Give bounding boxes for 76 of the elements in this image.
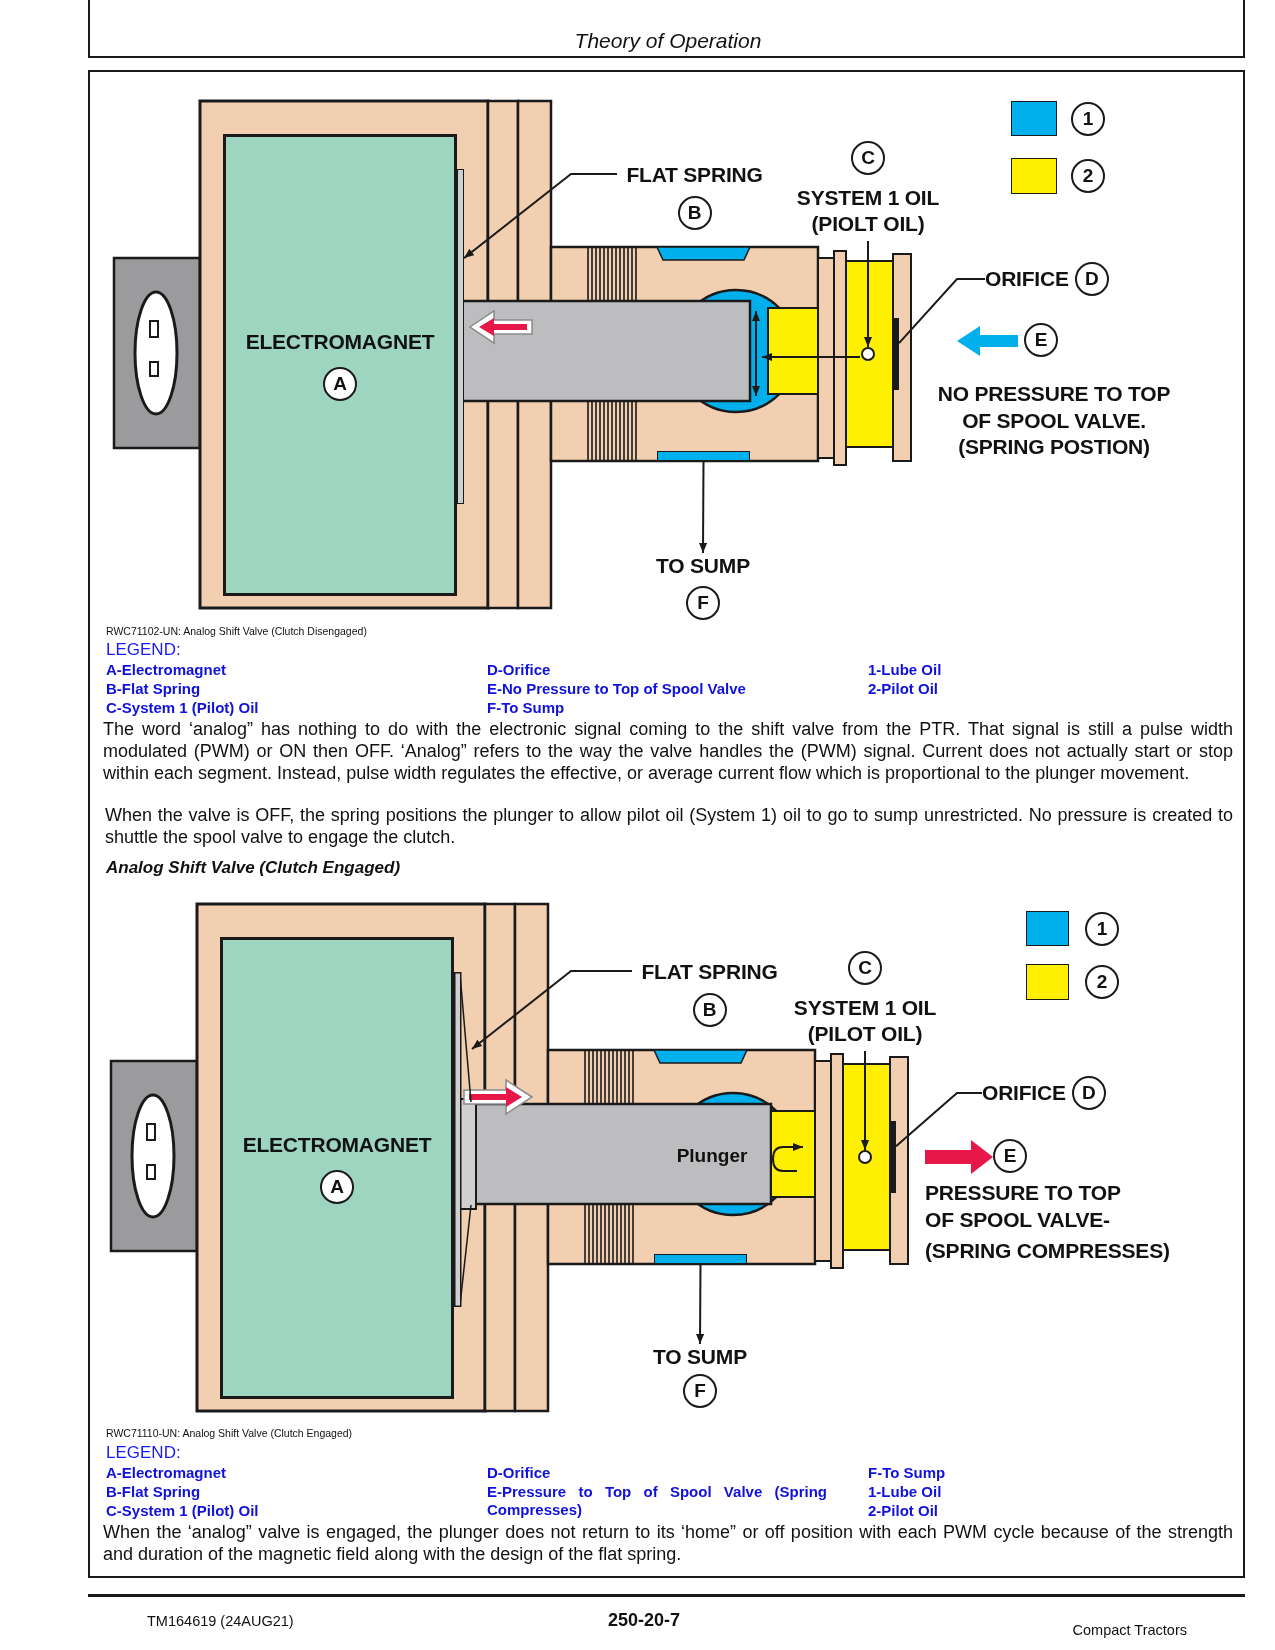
legend-entry: F-To Sump	[487, 699, 565, 717]
callout-text: SYSTEM 1 OIL (PIOLT OIL)	[795, 185, 941, 237]
callout-letter: F	[686, 586, 720, 620]
flow-arrow	[864, 240, 872, 348]
leader-line	[471, 970, 633, 1051]
oil-port	[657, 451, 750, 461]
legend-entry: B-Flat Spring	[106, 680, 201, 698]
figure-caption: RWC71110-UN: Analog Shift Valve (Clutch Engaged)	[106, 1427, 353, 1440]
footer-text: Compact Tractors	[1071, 1622, 1187, 1639]
flat-spring	[454, 972, 472, 1307]
callout-text: NO PRESSURE TO TOP OF SPOOL VALVE.	[936, 381, 1172, 434]
callout-text: ORIFICE	[985, 266, 1069, 292]
part-label: Plunger	[675, 1145, 749, 1167]
legend-entry: D-Orifice	[487, 1464, 551, 1482]
flat-spring	[457, 169, 464, 504]
callout-text: ORIFICE	[982, 1080, 1066, 1106]
legend-entry: 1-Lube Oil	[868, 1483, 942, 1501]
flow-arrow	[861, 1050, 869, 1151]
legend-entry: D-Orifice	[487, 661, 551, 679]
page-title: Theory of Operation	[574, 29, 762, 53]
electromagnet-coil	[223, 134, 457, 596]
oil-port	[654, 1254, 747, 1264]
legend-label: 2	[1085, 965, 1119, 999]
flow-arrow	[699, 460, 708, 554]
callout-text: (SPRING COMPRESSES)	[925, 1238, 1171, 1264]
part-label: ELECTROMAGNET	[245, 329, 435, 355]
legend-entry: A-Electromagnet	[106, 1464, 227, 1482]
callout-text: SYSTEM 1 OIL (PILOT OIL)	[792, 995, 938, 1047]
callout-letter: A	[320, 1170, 354, 1204]
legend-label: 1	[1085, 912, 1119, 946]
callout-text: TO SUMP	[656, 553, 750, 579]
paragraph: When the ‘analog” valve is engaged, the plunger does not return to its ‘home” or off position with each PWM cycle because of the strength and duration of the magnetic field along with the design of the flat spring.	[103, 1521, 1233, 1565]
callout-letter: A	[323, 367, 357, 401]
callout-letter: C	[851, 141, 885, 175]
figure-caption: RWC71102-UN: Analog Shift Valve (Clutch Disengaged)	[106, 625, 367, 638]
footer-text: TM164619 (24AUG21)	[147, 1613, 294, 1630]
callout-text: TO SUMP	[653, 1344, 747, 1370]
callout-text: PRESSURE TO TOP OF SPOOL VALVE-	[925, 1180, 1122, 1233]
flow-arrow	[696, 1263, 705, 1345]
electromagnet-coil	[220, 937, 454, 1399]
pressure-arrow	[925, 1140, 993, 1174]
callout-letter: E	[993, 1139, 1027, 1173]
callout-letter: B	[677, 196, 712, 230]
callout-text: FLAT SPRING	[641, 959, 778, 985]
part-label: ELECTROMAGNET	[242, 1132, 432, 1158]
orifice-plate	[890, 1121, 896, 1193]
paragraph: When the valve is OFF, the spring positions the plunger to allow pilot oil (System 1) oil to go to sump unrestricted. No pressure is created to shuttle the spool valve to engage the clutch.	[105, 804, 1233, 848]
orifice-plate	[893, 318, 899, 390]
legend-entry: C-System 1 (Pilot) Oil	[106, 699, 259, 717]
legend-entry: C-System 1 (Pilot) Oil	[106, 1502, 259, 1520]
legend-label: 2	[1071, 159, 1105, 193]
legend-entry: 2-Pilot Oil	[868, 1502, 938, 1520]
callout-letter: B	[692, 993, 727, 1027]
legend-entry: E-Pressure to Top of Spool Valve (Spring Compresses)	[487, 1483, 827, 1519]
callout-letter: F	[683, 1374, 717, 1408]
callout-letter: D	[1071, 1076, 1106, 1110]
legend-heading: LEGEND:	[106, 640, 181, 660]
legend-entry: 2-Pilot Oil	[868, 680, 938, 698]
callout-letter: D	[1074, 262, 1109, 296]
page-number: 250-20-7	[606, 1610, 682, 1631]
legend-entry: B-Flat Spring	[106, 1483, 201, 1501]
callout-text: FLAT SPRING	[626, 162, 763, 188]
figure-heading: Analog Shift Valve (Clutch Engaged)	[106, 858, 401, 878]
legend-entry: 1-Lube Oil	[868, 661, 942, 679]
leader-line	[895, 1092, 983, 1148]
callout-text: (SPRING POSTION)	[957, 434, 1151, 460]
legend-label: 1	[1071, 102, 1105, 136]
callout-letter: E	[1024, 323, 1058, 357]
paragraph: The word ‘analog” has nothing to do with the electronic signal coming to the shift valve from the PTR. That signal is still a pulse width modulated (PWM) or ON then OFF. ‘Analog” refers to the way the valve handles the (PWM) signal. Current does not actually start or stop within each segment. Instead, pulse width regulates the effective, or average current flow which is proportional to the plunger movement.	[103, 718, 1233, 784]
leader-line	[463, 173, 618, 260]
callout-letter: C	[848, 951, 882, 985]
leader-line	[898, 278, 986, 345]
legend-entry: F-To Sump	[868, 1464, 946, 1482]
legend-heading: LEGEND:	[106, 1443, 181, 1463]
legend-entry: E-No Pressure to Top of Spool Valve	[487, 680, 746, 698]
legend-entry: A-Electromagnet	[106, 661, 227, 679]
